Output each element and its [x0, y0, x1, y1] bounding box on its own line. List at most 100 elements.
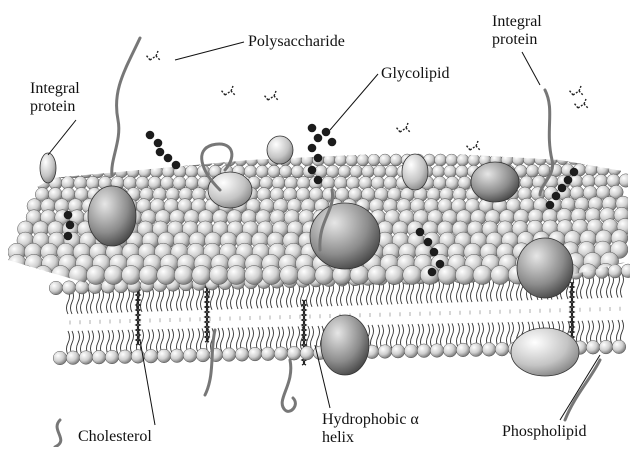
lipid-tail	[377, 281, 380, 349]
glycolipid-chain	[308, 144, 317, 153]
lipid-tail	[237, 285, 240, 352]
lipid-head	[90, 154, 102, 166]
lipid-head	[244, 165, 257, 178]
lipid-head-lower	[144, 349, 158, 363]
lipid-head	[379, 154, 391, 166]
lipid-tail	[107, 289, 110, 354]
lipid-head	[590, 152, 602, 164]
lipid-tail	[81, 290, 84, 355]
lipid-head	[368, 266, 387, 285]
lipid-head	[456, 165, 469, 178]
lipid-tail	[71, 290, 74, 355]
lipid-tail	[171, 287, 174, 353]
lipid-head-lower	[300, 346, 314, 360]
lipid-head	[56, 165, 69, 178]
sugar-tuft	[396, 123, 410, 132]
glycolipid-chain	[424, 238, 433, 247]
glycolipid-chain	[66, 221, 75, 230]
lipid-tail	[121, 289, 124, 355]
label-phospholipid: Phospholipid	[502, 423, 586, 441]
lipid-tail	[231, 285, 234, 352]
lipid-tail	[487, 277, 490, 346]
glycolipid-chain	[314, 154, 323, 163]
integral-protein	[267, 136, 293, 164]
lipid-head	[335, 154, 347, 166]
helix-right	[572, 282, 575, 342]
lipid-tail	[311, 283, 314, 350]
lipid-head	[457, 154, 469, 166]
lipid-tail	[227, 285, 230, 352]
lipid-tail	[461, 278, 464, 347]
glycolipid-chain	[172, 161, 181, 170]
lipid-head	[79, 154, 91, 166]
lipid-head	[115, 165, 128, 178]
lipid-tail	[491, 277, 494, 346]
lipid-head	[346, 154, 358, 166]
lipid-tail	[267, 284, 270, 351]
lipid-head	[526, 165, 539, 178]
lipid-tail	[507, 277, 510, 346]
lipid-head	[146, 154, 158, 166]
leader-line	[48, 120, 76, 155]
sugar-tuft	[264, 91, 278, 100]
lipid-tail	[117, 289, 120, 355]
sugar-tuft	[574, 99, 588, 108]
glycolipid-chain	[164, 154, 173, 163]
polysaccharide-strand	[112, 38, 140, 175]
lipid-head	[291, 165, 304, 178]
lipid-head	[68, 165, 81, 178]
lipid-head	[227, 266, 246, 285]
lipid-head	[135, 154, 147, 166]
glycolipid-chain	[314, 134, 323, 143]
glycolipid-chain	[64, 232, 73, 241]
lipid-tail	[297, 283, 300, 350]
lipid-head	[438, 266, 457, 285]
lipid-head-lower	[79, 351, 93, 365]
lipid-tail	[417, 280, 420, 349]
lipid-tail	[597, 274, 600, 344]
lipid-tail	[257, 284, 260, 351]
lipid-tail	[511, 277, 514, 346]
label-cholesterol: Cholesterol	[78, 428, 152, 446]
integral-protein	[402, 154, 428, 190]
lipid-head	[446, 154, 458, 166]
lipid-head	[209, 266, 228, 285]
lipid-tail	[471, 278, 474, 347]
label-glycolipid: Glycolipid	[381, 65, 449, 83]
lipid-tail	[427, 279, 430, 348]
lipid-tail	[457, 278, 460, 347]
lipid-tail	[391, 280, 394, 348]
lipid-head	[150, 165, 163, 178]
lipid-head-lower	[469, 343, 483, 357]
lipid-head-lower	[53, 351, 67, 365]
lipid-head	[268, 165, 281, 178]
lipid-tail	[161, 287, 164, 353]
sugar-tuft	[146, 51, 160, 60]
lipid-tail	[497, 277, 500, 346]
lipid-head	[362, 165, 375, 178]
polysaccharide-strand	[55, 420, 61, 447]
lipid-tail	[101, 289, 104, 354]
lipid-head	[619, 174, 630, 187]
lipid-tail	[271, 284, 274, 351]
lipid-tail	[421, 280, 424, 349]
lipid-head	[34, 266, 53, 285]
lipid-head	[86, 266, 105, 285]
lipid-tail	[411, 280, 414, 348]
lipid-head	[568, 153, 580, 165]
lipid-tail	[431, 279, 434, 348]
lipid-head	[612, 152, 624, 164]
lipid-tail	[67, 290, 70, 355]
lipid-head-edge	[49, 281, 63, 295]
lipid-head	[315, 266, 334, 285]
integral-protein	[321, 315, 369, 375]
lipid-head	[585, 163, 598, 176]
label-hydrophobic-alpha-helix: Hydrophobic α helix	[322, 411, 432, 447]
integral-protein	[471, 162, 519, 202]
lipid-tail	[407, 280, 410, 348]
lipid-head	[385, 165, 398, 178]
integral-protein	[517, 238, 573, 298]
lipid-head-lower	[157, 349, 171, 363]
lipid-head	[57, 154, 69, 166]
